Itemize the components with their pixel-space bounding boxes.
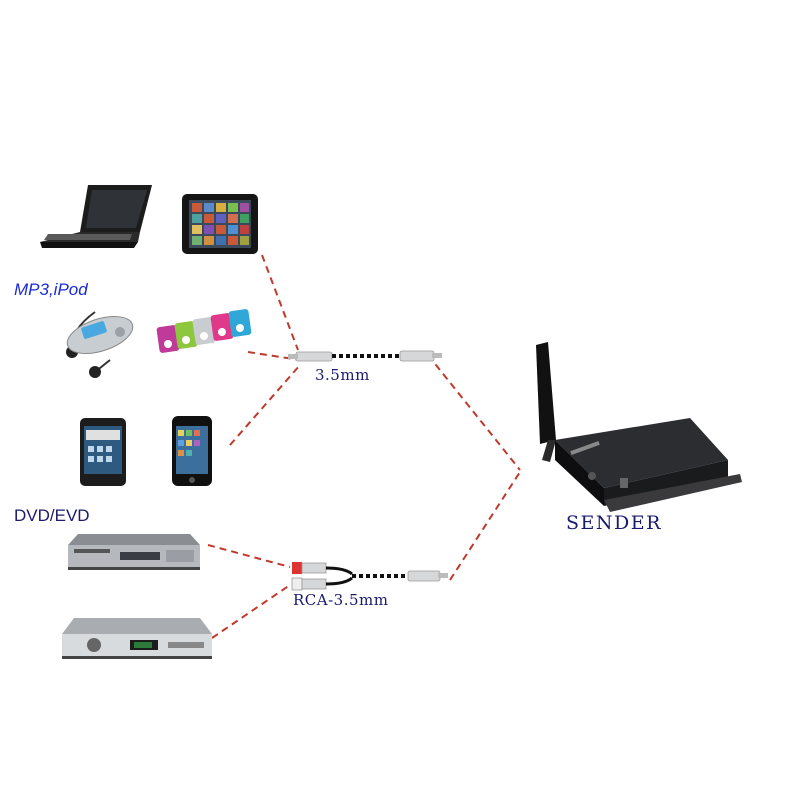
laptop-icon [40, 185, 152, 248]
label-cable-rca-3-5mm: RCA-3.5mm [293, 591, 389, 609]
set-top-box-icon [62, 618, 212, 659]
line-stb-to-rca [211, 584, 291, 639]
line-cable35-to-sender [427, 354, 521, 471]
line-rca-to-sender [449, 471, 521, 581]
tablet-icon [182, 194, 258, 254]
cable-3-5mm-icon [288, 350, 442, 362]
iphone-icon [172, 416, 212, 486]
bluetooth-sender-icon [536, 342, 742, 512]
line-dvd-to-rca [207, 544, 291, 568]
line-phone-to-cable [229, 364, 301, 446]
line-ipod-to-cable [247, 351, 301, 361]
label-dvd-evd: DVD/EVD [14, 506, 90, 525]
connection-lines [207, 254, 521, 639]
ipod-nano-icon [156, 309, 252, 353]
mp3-player-icon [66, 311, 134, 378]
label-cable-3-5mm: 3.5mm [315, 366, 370, 384]
dvd-player-icon [68, 534, 200, 570]
cable-rca-3-5mm-icon [291, 562, 448, 591]
smartphone-icon [80, 418, 126, 486]
label-mp3-ipod: MP3,iPod [14, 280, 88, 299]
label-sender: SENDER [566, 512, 662, 534]
line-tablet-to-cable [261, 254, 299, 351]
